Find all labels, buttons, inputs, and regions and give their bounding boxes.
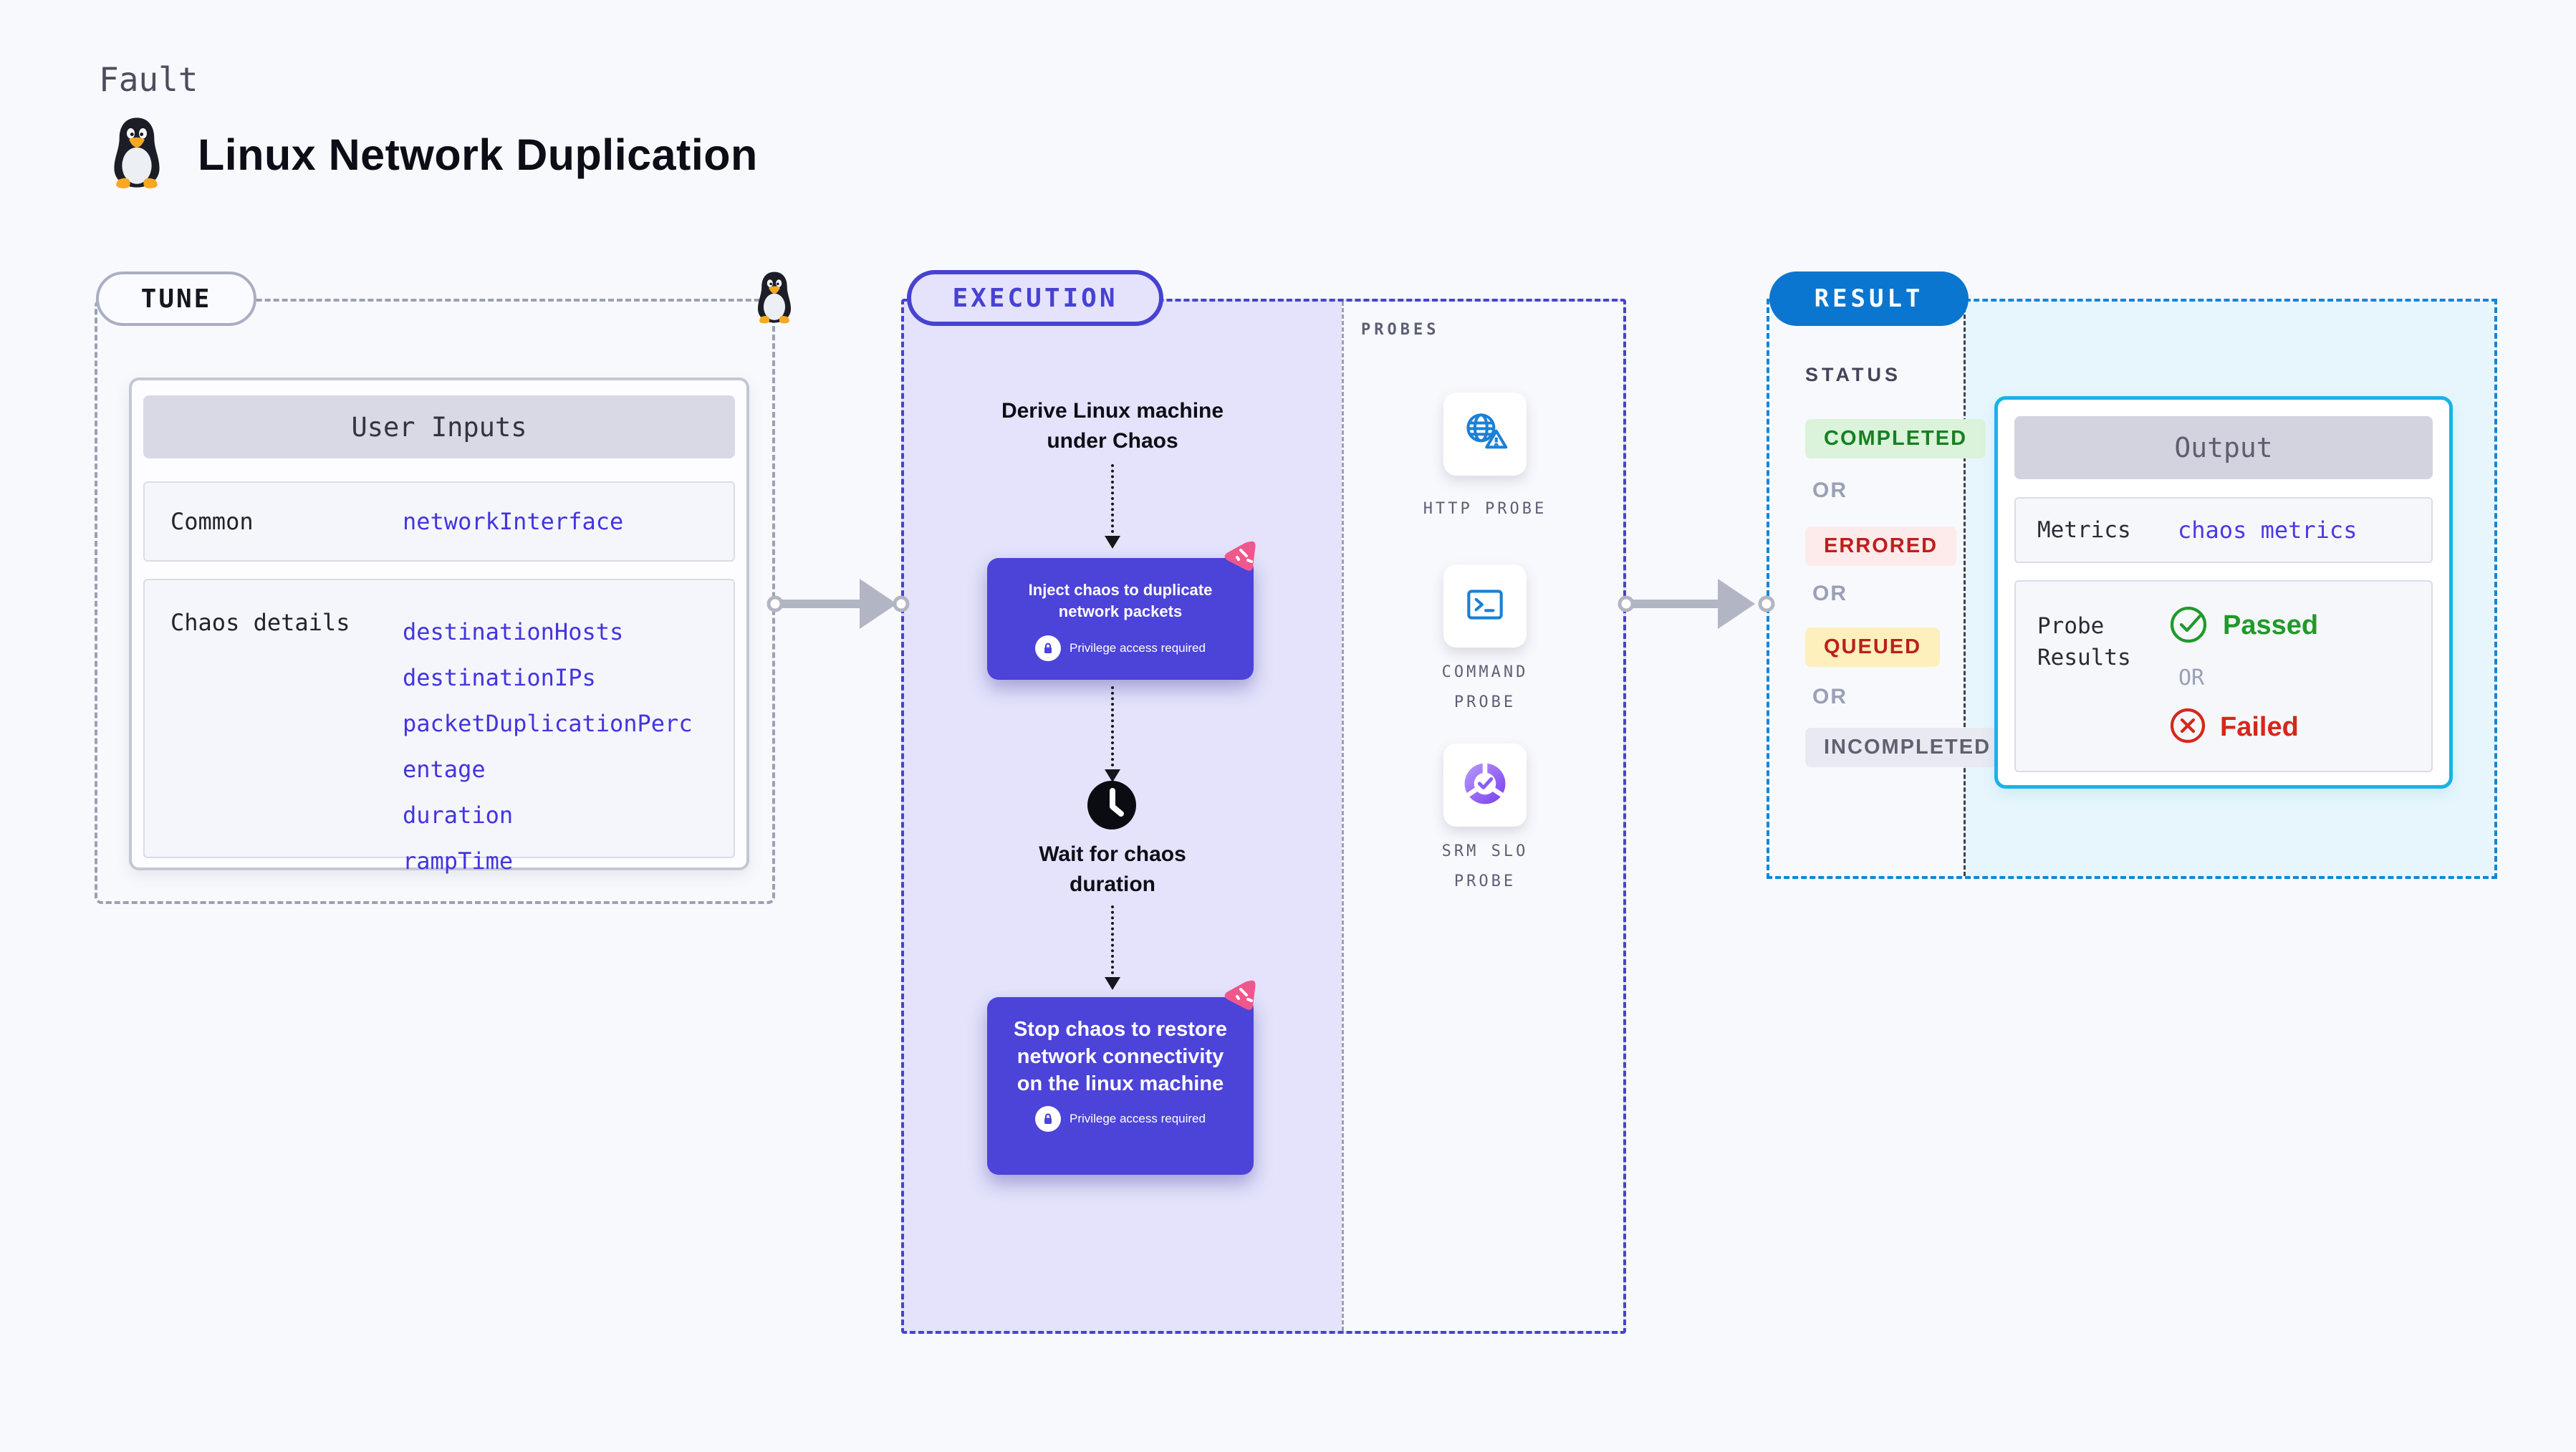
metrics-value: chaos metrics xyxy=(2178,516,2358,544)
or-separator: OR xyxy=(2178,665,2205,691)
failed-label: Failed xyxy=(2220,712,2299,742)
srm-slo-probe-label: SRM SLO PROBE xyxy=(1441,842,1529,890)
command-probe-card xyxy=(1443,564,1527,648)
lock-icon xyxy=(1035,1106,1062,1132)
http-probe-label: HTTP PROBE xyxy=(1423,500,1547,518)
flow-connector xyxy=(1111,905,1114,974)
arrow-down-icon xyxy=(1105,769,1120,782)
passed-label: Passed xyxy=(2223,610,2319,640)
step-derive-machine: Derive Linux machine under Chaos xyxy=(1001,399,1224,453)
or-separator: OR xyxy=(1812,582,1847,605)
row-value: destinationIPs xyxy=(403,664,596,691)
arrow-tune-to-execution xyxy=(766,579,910,629)
privilege-note-text: Privilege access required xyxy=(1070,641,1206,655)
flow-connector xyxy=(1111,686,1114,766)
arrow-down-icon xyxy=(1105,977,1120,990)
result-section-badge: RESULT xyxy=(1769,271,1969,326)
user-inputs-row-common: Common networkInterface xyxy=(143,481,735,562)
check-circle-icon xyxy=(2168,603,2210,648)
status-column-label: STATUS xyxy=(1805,364,1901,385)
user-inputs-row-chaos-details: Chaos details destinationHosts destinati… xyxy=(143,579,735,875)
arrow-down-icon xyxy=(1105,536,1120,549)
execution-section-badge: EXECUTION xyxy=(907,270,1163,326)
status-badge-errored: ERRORED xyxy=(1805,527,1957,566)
page-title-row: Linux Network Duplication xyxy=(106,116,758,193)
probes-panel-label: PROBES xyxy=(1361,321,1440,339)
page-kicker: Fault xyxy=(99,60,198,99)
arrow-execution-to-result xyxy=(1618,579,1775,629)
probe-results-values: Passed OR Failed xyxy=(2168,603,2318,749)
tux-linux-icon xyxy=(106,116,168,193)
x-circle-icon xyxy=(2168,706,2207,749)
output-metrics-row: Metrics chaos metrics xyxy=(2014,497,2433,563)
privilege-note-row: Privilege access required xyxy=(987,635,1254,661)
passed-line: Passed xyxy=(2168,603,2318,648)
row-value: rampTime xyxy=(403,847,514,875)
row-value: duration xyxy=(403,802,514,829)
row-value: networkInterface xyxy=(403,508,624,535)
status-badge-incompleted: INCOMPLETED xyxy=(1805,728,2010,767)
terminal-icon xyxy=(1461,581,1509,632)
step-inject-label: Inject chaos to duplicate network packet… xyxy=(1028,581,1213,620)
user-inputs-title: User Inputs xyxy=(143,395,735,458)
status-badge-completed: COMPLETED xyxy=(1805,419,1986,458)
command-probe-label: COMMAND PROBE xyxy=(1441,663,1529,711)
globe-alert-icon xyxy=(1459,407,1511,462)
http-probe-card xyxy=(1443,393,1527,476)
flow-connector xyxy=(1111,464,1114,533)
output-card-title: Output xyxy=(2014,416,2433,479)
slo-pie-icon xyxy=(1460,759,1510,812)
row-value: packetDuplicationPercentage xyxy=(403,710,693,783)
row-label: Common xyxy=(170,508,254,535)
step-stop-chaos: Stop chaos to restore network connectivi… xyxy=(987,997,1254,1175)
lock-icon xyxy=(1035,635,1062,661)
row-label: Chaos details xyxy=(170,609,350,636)
or-separator: OR xyxy=(1812,479,1847,502)
chaos-spark-icon xyxy=(1219,978,1259,1018)
row-values-list: destinationHosts destinationIPs packetDu… xyxy=(403,609,700,884)
metrics-label: Metrics xyxy=(2037,517,2131,543)
privilege-note-text: Privilege access required xyxy=(1070,1112,1206,1125)
chaos-spark-icon xyxy=(1219,539,1259,579)
tux-corner-icon xyxy=(752,270,797,324)
failed-line: Failed xyxy=(2168,706,2318,749)
page-title: Linux Network Duplication xyxy=(198,130,758,179)
privilege-note-row: Privilege access required xyxy=(987,1106,1254,1132)
tune-section-badge: TUNE xyxy=(96,271,256,326)
probe-results-label: Probe Results xyxy=(2037,613,2131,670)
step-stop-label: Stop chaos to restore network connectivi… xyxy=(1013,1018,1228,1095)
srm-slo-probe-card xyxy=(1443,744,1527,827)
step-wait-duration: Wait for chaos duration xyxy=(1039,842,1186,896)
output-probe-results-row: Probe Results Passed OR xyxy=(2014,580,2433,772)
step-inject-chaos: Inject chaos to duplicate network packet… xyxy=(987,558,1254,680)
clock-icon xyxy=(1087,780,1137,830)
row-value: destinationHosts xyxy=(403,618,624,645)
status-badge-queued: QUEUED xyxy=(1805,628,1941,667)
or-separator: OR xyxy=(1812,685,1847,708)
